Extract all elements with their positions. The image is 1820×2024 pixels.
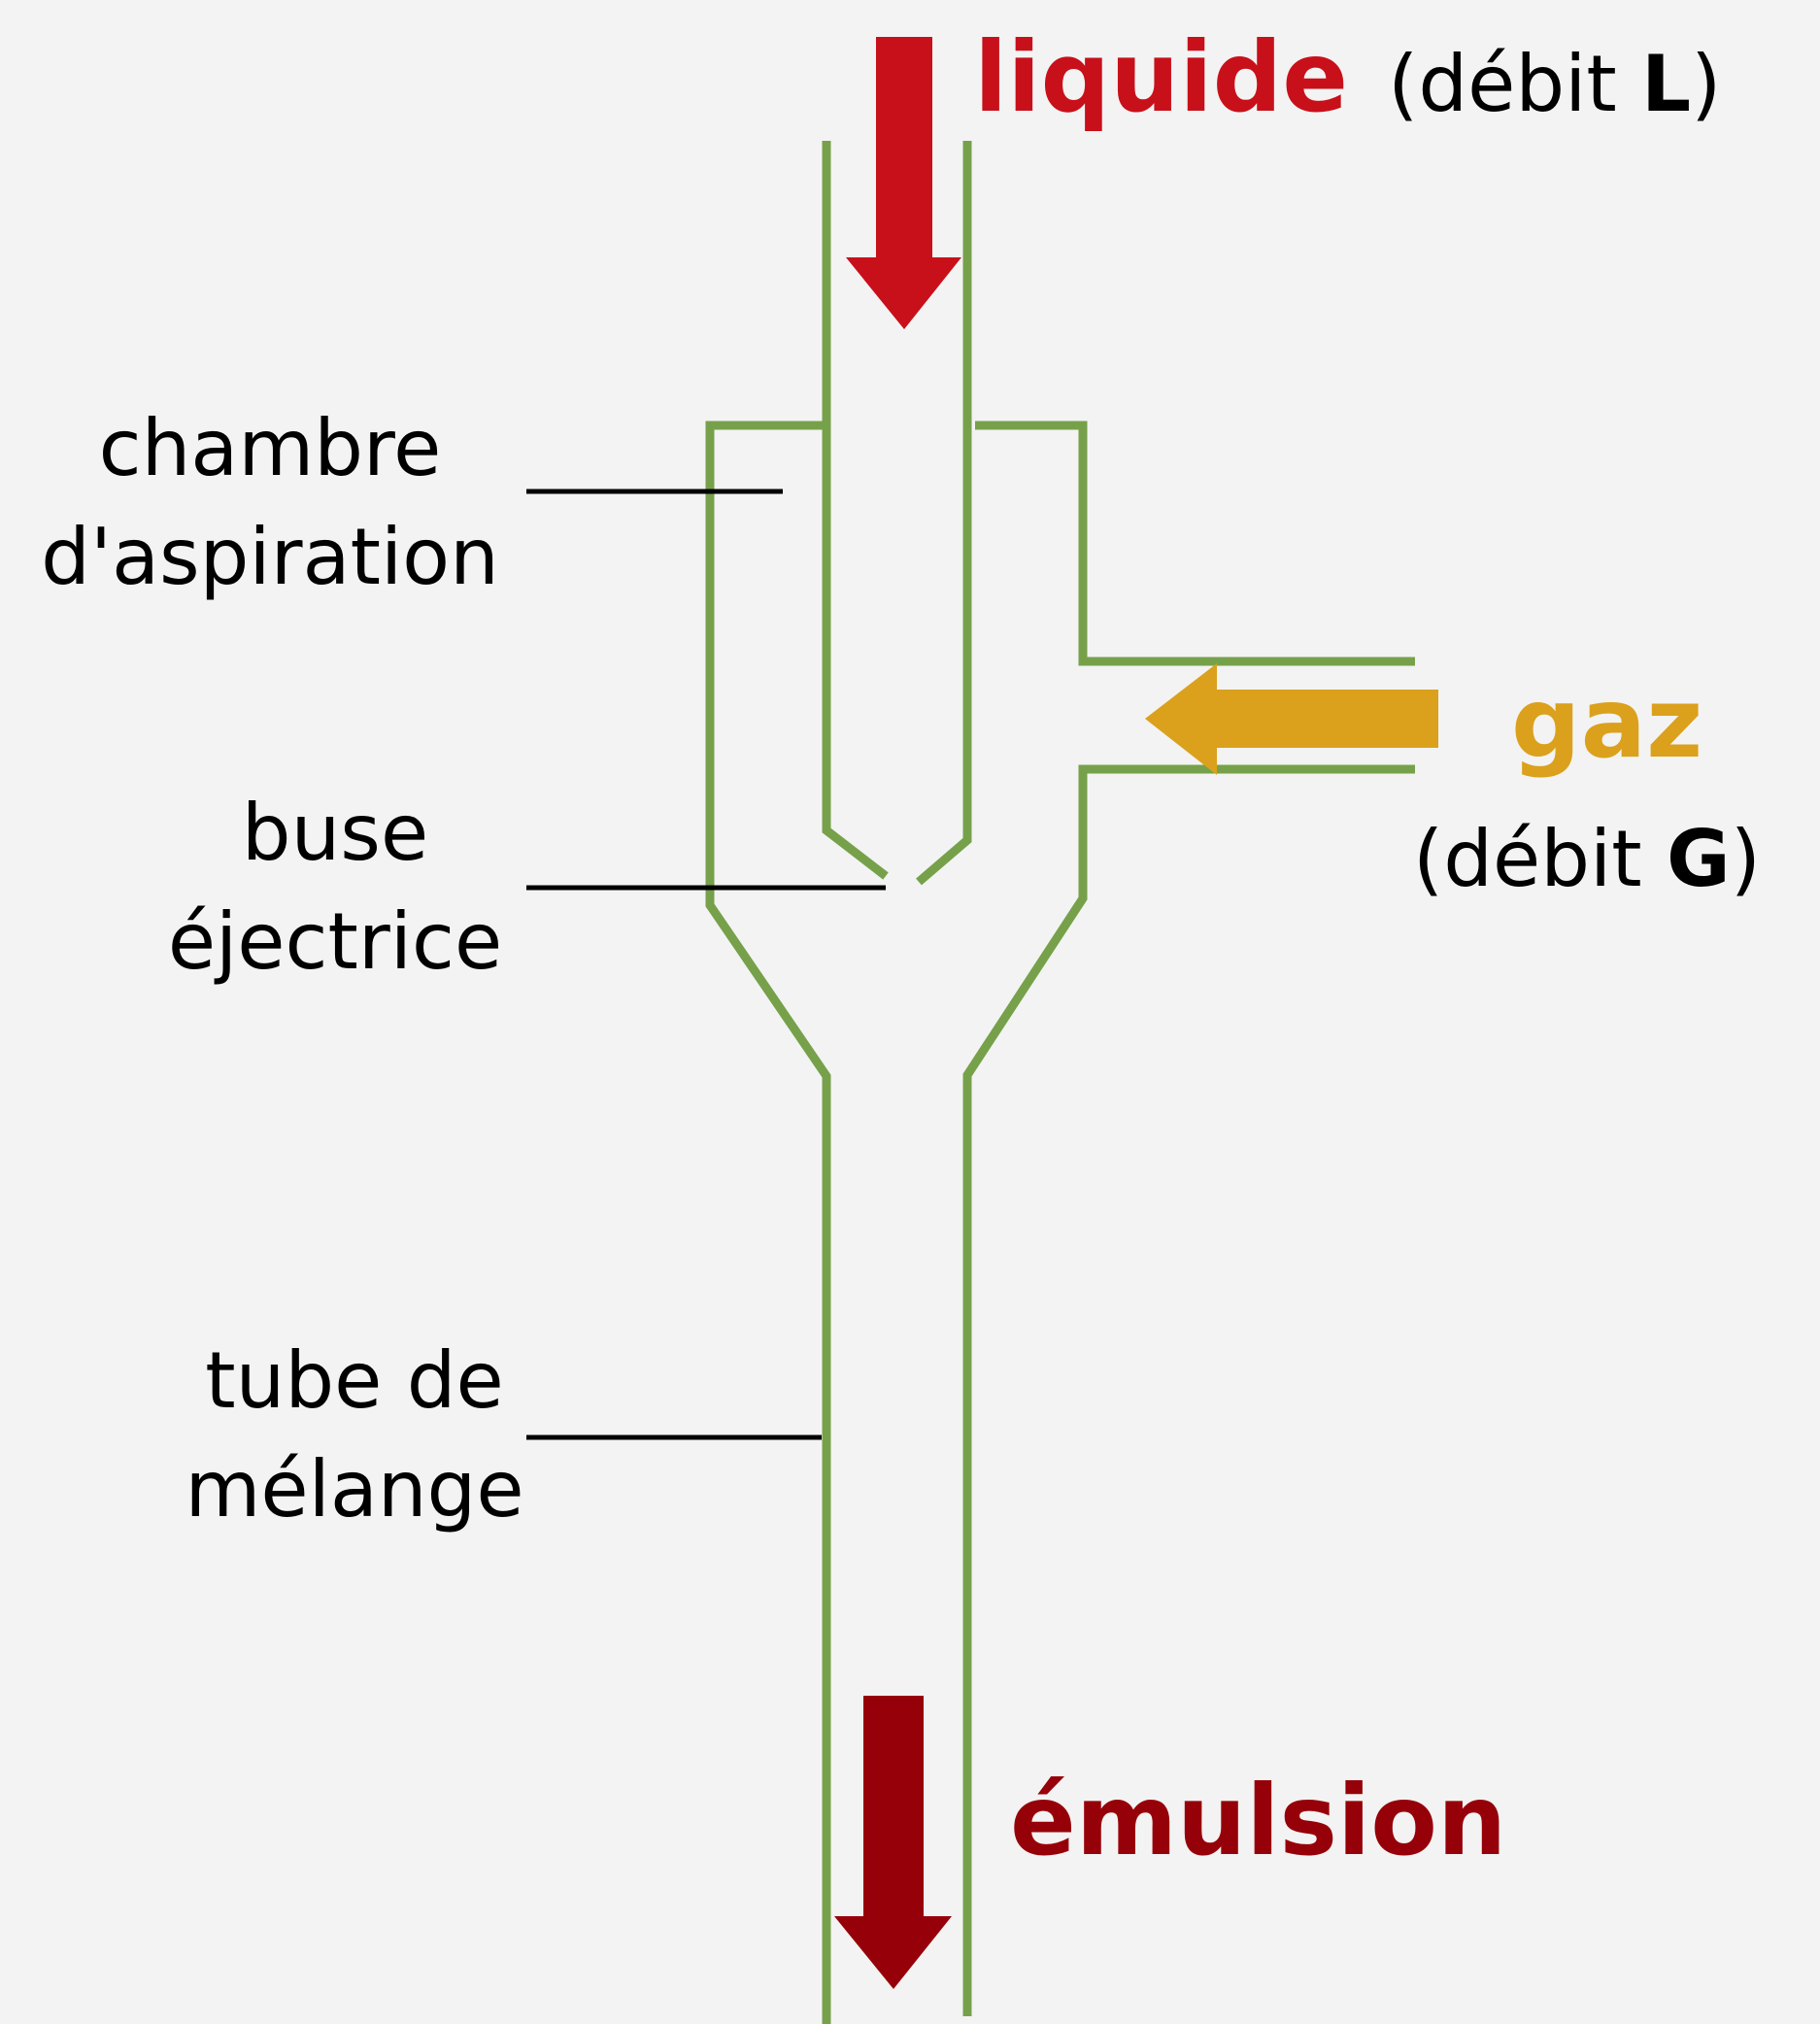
gas-flow-symbol: G bbox=[1667, 814, 1731, 904]
liquid-flow-prefix: (débit bbox=[1388, 39, 1642, 129]
chamber-right-wall-upper bbox=[975, 421, 1415, 666]
liquid-flow-symbol: L bbox=[1641, 39, 1692, 129]
mixing-tube-label: tube de mélange bbox=[175, 1327, 534, 1544]
suction-chamber-label: chambre d'aspiration bbox=[17, 394, 522, 612]
liquid-flow-rate: (débit L) bbox=[1388, 39, 1721, 129]
liquid-label-group: liquide (débit L) bbox=[974, 29, 1721, 126]
ejector-nozzle-line1: buse bbox=[241, 788, 429, 878]
mixing-tube-line1: tube de bbox=[205, 1335, 504, 1426]
ejector-nozzle-label: buse éjectrice bbox=[136, 779, 534, 996]
gas-arrow bbox=[1145, 663, 1438, 775]
emulsion-arrow bbox=[834, 1696, 952, 1989]
gas-flow-prefix: (débit bbox=[1413, 814, 1668, 904]
ejector-nozzle-line2: éjectrice bbox=[167, 896, 503, 987]
gas-flow-suffix: ) bbox=[1730, 814, 1761, 904]
liquid-label: liquide bbox=[974, 20, 1349, 134]
nozzle-right-wall bbox=[916, 141, 972, 886]
chamber-left-wall bbox=[705, 421, 831, 2024]
emulsion-label: émulsion bbox=[1010, 1764, 1507, 1877]
chamber-right-wall-lower bbox=[962, 764, 1415, 2016]
suction-chamber-line2: d'aspiration bbox=[41, 512, 499, 602]
suction-chamber-line1: chambre bbox=[98, 403, 442, 493]
gas-flow-rate: (débit G) bbox=[1413, 821, 1761, 898]
mixing-tube-line2: mélange bbox=[185, 1444, 524, 1535]
gas-label: gaz bbox=[1511, 666, 1703, 780]
liquid-arrow bbox=[846, 37, 961, 329]
liquid-flow-suffix: ) bbox=[1691, 39, 1722, 129]
nozzle-left-wall bbox=[822, 141, 889, 880]
